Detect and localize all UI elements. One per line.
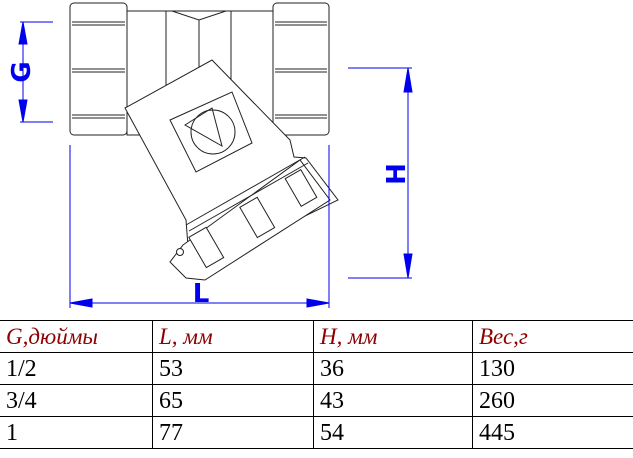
dimension-lines: [18, 21, 413, 308]
logo-plate: [169, 91, 253, 173]
cell-h: 43: [313, 384, 473, 417]
header-h: H, мм: [313, 320, 473, 353]
dimension-l-label: L: [193, 279, 210, 309]
cell-h: 54: [313, 416, 473, 449]
cell-l: 53: [152, 352, 314, 385]
cell-l: 65: [152, 384, 314, 417]
cell-g: 1/2: [0, 352, 153, 385]
drain-hole: [176, 248, 184, 256]
cell-g: 1: [0, 416, 153, 449]
cell-weight: 130: [472, 352, 633, 385]
cell-h: 36: [313, 352, 473, 385]
header-weight: Вес,г: [472, 320, 633, 353]
strainer-technical-drawing: G H L: [7, 2, 413, 309]
table-header-row: G,дюймы L, мм H, мм Вес,г: [0, 320, 633, 353]
dimension-h-label: H: [382, 163, 412, 185]
table-row: 1/2 53 36 130: [0, 352, 633, 385]
cell-weight: 445: [472, 416, 633, 449]
cell-l: 77: [152, 416, 314, 449]
table-row: 3/4 65 43 260: [0, 384, 633, 417]
cell-g: 3/4: [0, 384, 153, 417]
cell-weight: 260: [472, 384, 633, 417]
table-row: 1 77 54 445: [0, 416, 633, 449]
dimension-g-label: G: [7, 61, 37, 82]
valve-body: [69, 2, 339, 281]
header-g: G,дюймы: [0, 320, 153, 353]
specs-table: G,дюймы L, мм H, мм Вес,г 1/2 53 36 130 …: [0, 320, 633, 449]
header-l: L, мм: [152, 320, 314, 353]
